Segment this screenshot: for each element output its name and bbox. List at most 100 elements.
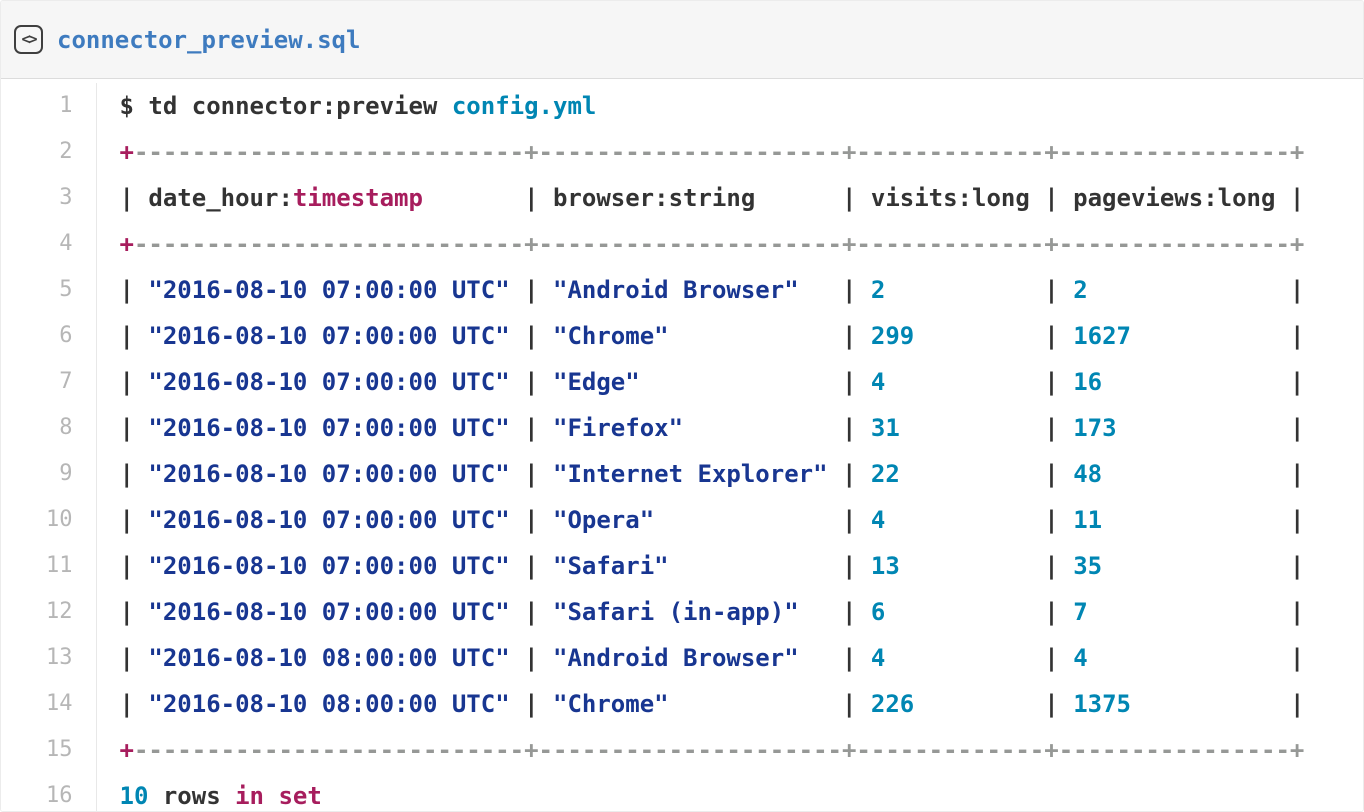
token-string: "Edge" [553, 368, 640, 396]
code-line-row: 13| "2016-08-10 08:00:00 UTC" | "Android… [1, 635, 1305, 681]
line-number[interactable]: 4 [1, 221, 97, 267]
code-line: | "2016-08-10 07:00:00 UTC" | "Opera" | … [96, 497, 1305, 543]
line-number[interactable]: 12 [1, 589, 97, 635]
token-number: 48 [1073, 460, 1103, 488]
code-line-row: 8| "2016-08-10 07:00:00 UTC" | "Firefox"… [1, 405, 1305, 451]
token-string: "Chrome" [553, 690, 669, 718]
token-plain: | date_hour: [119, 184, 293, 212]
line-number[interactable]: 2 [1, 129, 97, 175]
token-number: 226 [870, 690, 915, 718]
code-line: | "2016-08-10 07:00:00 UTC" | "Safari (i… [96, 589, 1305, 635]
code-line-row: 7| "2016-08-10 07:00:00 UTC" | "Edge" | … [1, 359, 1305, 405]
token-comment: ---------------------------+------------… [133, 230, 1305, 258]
token-plain: | [1102, 460, 1305, 488]
code-line-row: 3| date_hour:timestamp | browser:string … [1, 175, 1305, 221]
code-line-row: 15+---------------------------+---------… [1, 727, 1305, 773]
token-plain: | browser:string | visits:long | pagevie… [422, 184, 1305, 212]
token-plain: | [119, 690, 149, 718]
token-plain: | [509, 414, 553, 442]
token-string: "2016-08-10 08:00:00 UTC" [148, 644, 510, 672]
token-number: 4 [870, 368, 886, 396]
token-number: 7 [1073, 598, 1088, 626]
line-number[interactable]: 16 [1, 773, 97, 811]
token-plain: | [683, 414, 871, 442]
line-number[interactable]: 1 [1, 83, 97, 129]
token-plain: | [1131, 690, 1305, 718]
token-keyword: in [235, 782, 265, 810]
token-plain: | [119, 644, 149, 672]
token-plain: | [1131, 322, 1305, 350]
line-number[interactable]: 14 [1, 681, 97, 727]
token-plain: | [509, 460, 553, 488]
token-number: 4 [870, 644, 886, 672]
code-line-row: 4+---------------------------+----------… [1, 221, 1305, 267]
line-number[interactable]: 11 [1, 543, 97, 589]
token-number: 22 [870, 460, 900, 488]
token-number: 11 [1073, 506, 1103, 534]
token-plain: | [798, 276, 871, 304]
token-plain: | [119, 276, 149, 304]
code-line: 10 rows in set [96, 773, 1305, 811]
token-plain: | [1087, 598, 1305, 626]
token-plain: | [885, 506, 1074, 534]
token-string: "Chrome" [553, 322, 669, 350]
token-plain: | [509, 276, 553, 304]
token-number: 4 [870, 506, 886, 534]
token-plain: | [885, 598, 1074, 626]
code-line-row: 6| "2016-08-10 07:00:00 UTC" | "Chrome" … [1, 313, 1305, 359]
token-string: "2016-08-10 07:00:00 UTC" [148, 506, 510, 534]
token-string: "2016-08-10 07:00:00 UTC" [148, 598, 510, 626]
line-number[interactable]: 9 [1, 451, 97, 497]
token-plain: | [798, 598, 871, 626]
line-number[interactable]: 8 [1, 405, 97, 451]
code-line: | "2016-08-10 07:00:00 UTC" | "Chrome" |… [96, 313, 1305, 359]
code-line: | "2016-08-10 08:00:00 UTC" | "Android B… [96, 635, 1305, 681]
token-string: "Android Browser" [553, 644, 799, 672]
token-plain: | [668, 552, 871, 580]
line-number[interactable]: 13 [1, 635, 97, 681]
token-plain: | [654, 506, 871, 534]
code-line: +---------------------------+-----------… [96, 221, 1305, 267]
token-plain: | [798, 644, 871, 672]
token-string: "2016-08-10 07:00:00 UTC" [148, 322, 510, 350]
code-file-icon: <> [14, 25, 43, 54]
token-number: 1627 [1073, 322, 1131, 350]
token-comment: ---------------------------+------------… [133, 736, 1305, 764]
token-keyword: + [119, 138, 134, 166]
token-plain: | [639, 368, 871, 396]
code-line: | "2016-08-10 07:00:00 UTC" | "Firefox" … [96, 405, 1305, 451]
code-line-row: 5| "2016-08-10 07:00:00 UTC" | "Android … [1, 267, 1305, 313]
token-string: "Internet Explorer" [553, 460, 828, 488]
code-line-row: 9| "2016-08-10 07:00:00 UTC" | "Internet… [1, 451, 1305, 497]
token-plain: | [827, 460, 871, 488]
token-number: 299 [870, 322, 915, 350]
token-plain: | [1102, 506, 1305, 534]
file-name-link[interactable]: connector_preview.sql [57, 25, 361, 54]
code-line: | "2016-08-10 07:00:00 UTC" | "Internet … [96, 451, 1305, 497]
token-plain: | [119, 414, 149, 442]
code-line-row: 10| "2016-08-10 07:00:00 UTC" | "Opera" … [1, 497, 1305, 543]
line-number[interactable]: 10 [1, 497, 97, 543]
line-number[interactable]: 15 [1, 727, 97, 773]
token-plain: | [119, 506, 149, 534]
token-string: "2016-08-10 07:00:00 UTC" [148, 414, 510, 442]
line-number[interactable]: 6 [1, 313, 97, 359]
token-number: 2 [870, 276, 886, 304]
token-string: "2016-08-10 07:00:00 UTC" [148, 552, 510, 580]
line-number[interactable]: 5 [1, 267, 97, 313]
token-plain: | [119, 368, 149, 396]
line-number[interactable]: 7 [1, 359, 97, 405]
token-plain [264, 782, 278, 810]
code-line: | "2016-08-10 07:00:00 UTC" | "Android B… [96, 267, 1305, 313]
token-plain: | [509, 322, 553, 350]
token-plain: | [119, 322, 149, 350]
token-plain: | [899, 552, 1074, 580]
token-string: "Safari (in-app)" [553, 598, 799, 626]
token-number: 2 [1073, 276, 1088, 304]
line-number[interactable]: 3 [1, 175, 97, 221]
token-keyword: + [119, 230, 134, 258]
token-plain: | [1087, 644, 1305, 672]
